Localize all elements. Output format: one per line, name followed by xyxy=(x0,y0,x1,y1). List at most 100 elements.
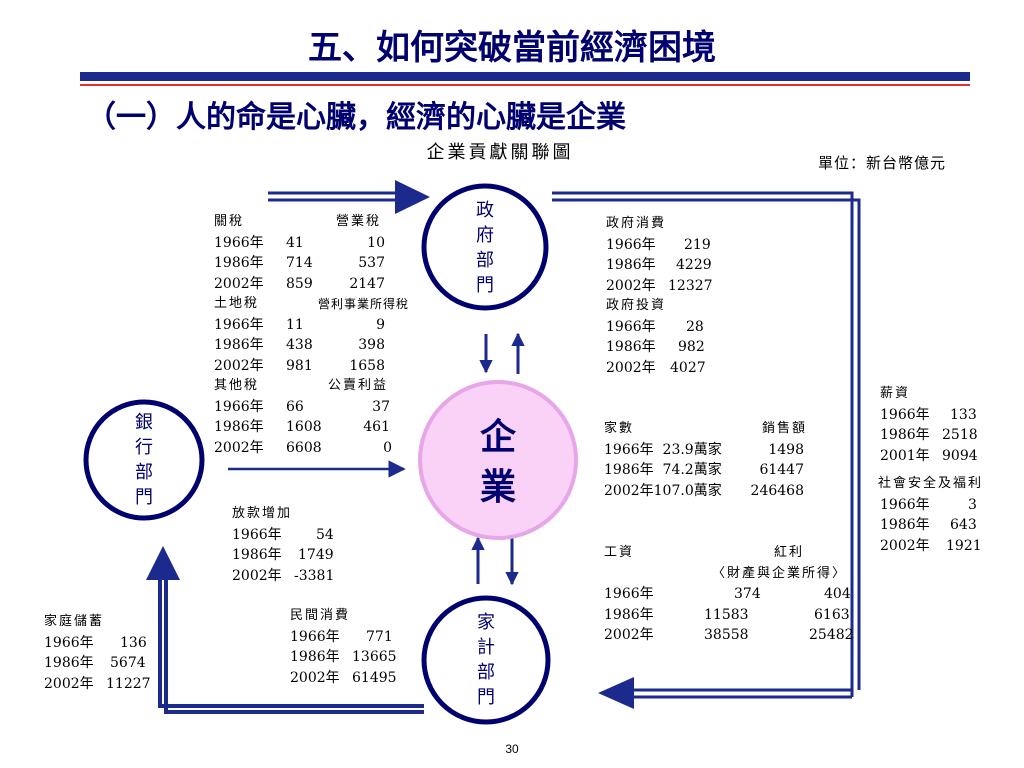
unit-label: 單位：新台幣億元 xyxy=(818,154,947,172)
bank-node-label: 銀 行 部 門 xyxy=(129,410,159,510)
bank-char-2: 行 xyxy=(135,437,153,458)
household-char-2: 計 xyxy=(477,637,495,658)
tax-right-column: 營業稅 10 537 2147 營利事業所得稅 9 398 1658 公賣利益 … xyxy=(300,212,409,458)
monopoly-profit-label: 公賣利益 xyxy=(328,378,389,393)
gov-char-4: 門 xyxy=(476,275,494,296)
diagram-title: 企業貢獻關聯圖 xyxy=(426,142,574,163)
enterprise-char-1: 企 xyxy=(479,416,516,458)
gov-char-2: 府 xyxy=(476,225,494,246)
enterprise-circle xyxy=(418,380,578,540)
corporate-income-value: 398 xyxy=(358,337,385,353)
business-tax-value: 10 xyxy=(367,234,385,251)
business-tax-value: 2147 xyxy=(349,275,385,292)
dividend-note: 〈財產與企業所得〉 xyxy=(712,565,848,581)
government-node-label: 政 府 部 門 xyxy=(470,198,500,298)
private-consumption-label: 民間消費 xyxy=(290,608,351,623)
page-number: 30 xyxy=(505,742,519,756)
social-welfare-label: 社會安全及福利 xyxy=(878,476,984,491)
enterprise-char-2: 業 xyxy=(479,466,516,508)
subtitle: （一）人的命是心臟，經濟的心臟是企業 xyxy=(86,100,626,135)
wages-header: 工資紅利 xyxy=(604,545,805,560)
household-node-label: 家 計 部 門 xyxy=(471,610,501,710)
arrow-government-to-household xyxy=(552,191,861,709)
government-circle xyxy=(421,183,549,311)
arrow-household-to-bank xyxy=(146,546,424,714)
loans-label: 放款增加 xyxy=(232,506,293,521)
enterprise-stats-header: 家數銷售額 xyxy=(604,421,808,436)
monopoly-profit-value: 0 xyxy=(383,439,392,456)
bank-circle xyxy=(83,399,205,521)
bank-char-4: 門 xyxy=(135,487,153,508)
title-underline-red xyxy=(80,84,970,86)
bank-char-3: 部 xyxy=(135,462,153,483)
gov-investment-label: 政府投資 xyxy=(606,298,667,313)
land-tax-label: 土地稅 xyxy=(214,296,260,311)
household-char-4: 門 xyxy=(477,687,495,708)
monopoly-profit-value: 37 xyxy=(372,398,390,415)
other-tax-label: 其他稅 xyxy=(214,378,260,393)
gov-char-3: 部 xyxy=(476,250,494,271)
page-title: 五、如何突破當前經濟困境 xyxy=(308,28,716,68)
enterprise-node-label: 企 業 xyxy=(473,412,523,512)
business-tax-label: 營業稅 xyxy=(336,214,382,229)
household-circle xyxy=(421,595,551,725)
title-underline xyxy=(80,72,970,81)
bank-char-1: 銀 xyxy=(135,412,153,433)
monopoly-profit-value: 461 xyxy=(363,419,390,435)
gov-char-1: 政 xyxy=(476,200,494,221)
corporate-income-tax-label: 營利事業所得稅 xyxy=(318,297,410,311)
corporate-income-value: 1658 xyxy=(349,357,385,374)
loans-row: 2002年-3381 xyxy=(232,567,335,584)
corporate-income-value: 9 xyxy=(376,316,385,333)
gov-consumption-label: 政府消費 xyxy=(606,216,667,231)
business-tax-value: 537 xyxy=(358,255,385,271)
customs-label: 關稅 xyxy=(214,214,245,229)
arrow-into-government xyxy=(268,180,430,214)
savings-label: 家庭儲蓄 xyxy=(44,614,105,629)
salary-label: 薪資 xyxy=(880,386,911,401)
household-char-3: 部 xyxy=(477,662,495,683)
